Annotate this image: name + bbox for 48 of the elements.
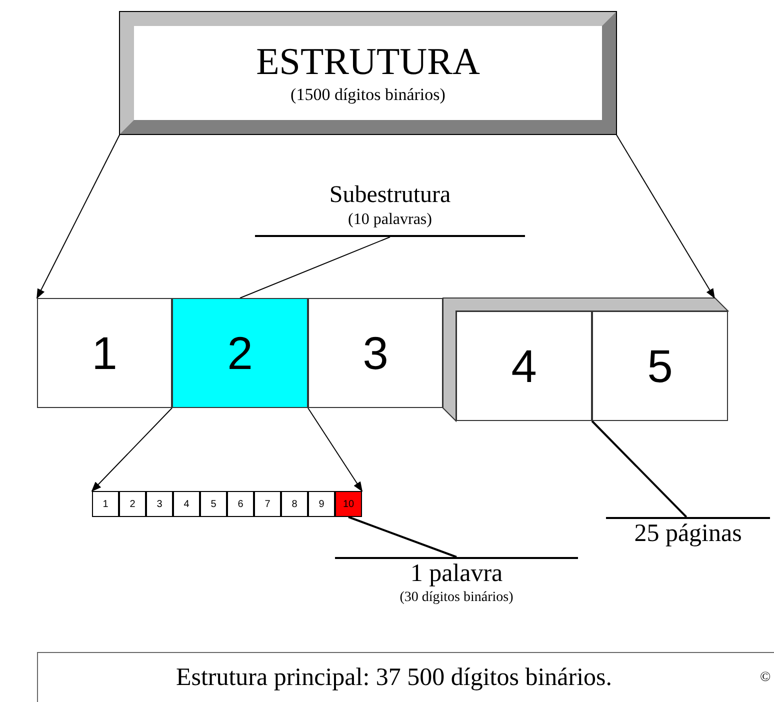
word-cell (173, 491, 200, 517)
arrow (308, 408, 363, 492)
node-label: 2 (227, 326, 253, 380)
word-cell (92, 491, 119, 517)
node-label: 9 (318, 498, 324, 512)
node-label: 6 (238, 498, 244, 512)
leader-line (240, 236, 390, 298)
summary-panel (37, 652, 774, 702)
node-label: 4 (184, 498, 190, 512)
node-sublabel: (1500 dígitos binários) (290, 84, 446, 106)
node-label: 10 (342, 498, 354, 512)
node-label: 3 (156, 498, 162, 512)
node-label: 3 (362, 326, 388, 380)
title-frame (120, 12, 616, 134)
node-label: 8 (292, 498, 298, 512)
page-box (456, 311, 592, 421)
word-cell (335, 491, 362, 517)
node-label: 1 palavra (410, 559, 503, 589)
node-label: 7 (264, 498, 270, 512)
page-box (592, 311, 728, 421)
word-cell (254, 491, 281, 517)
word-cell (281, 491, 308, 517)
node-label: 1 (92, 326, 118, 380)
word-cell (119, 491, 146, 517)
word-cell (308, 491, 335, 517)
node-label: 5 (647, 338, 673, 394)
page-box (37, 298, 172, 408)
word-cell (200, 491, 227, 517)
word-cell (227, 491, 254, 517)
page-box (308, 298, 443, 408)
node-label: ESTRUTURA (256, 40, 480, 84)
node-sublabel: (30 dígitos binários) (400, 589, 514, 607)
arrow (36, 134, 120, 299)
leader-line (591, 420, 688, 518)
copyright-mark: © (760, 669, 771, 687)
node-label: Estrutura principal: 37 500 dígitos binários. (176, 662, 612, 693)
node-label: 5 (210, 498, 216, 512)
arrow (91, 408, 172, 492)
arrow (616, 134, 715, 299)
node-sublabel: (10 palavras) (348, 210, 432, 230)
leader-line (348, 516, 457, 558)
page-box (172, 298, 308, 408)
node-label: 25 páginas (634, 519, 742, 549)
node-label: 1 (102, 498, 108, 512)
node-label: Subestrutura (329, 181, 451, 209)
node-label: 2 (130, 498, 136, 512)
node-label: 4 (511, 338, 537, 394)
word-cell (146, 491, 173, 517)
